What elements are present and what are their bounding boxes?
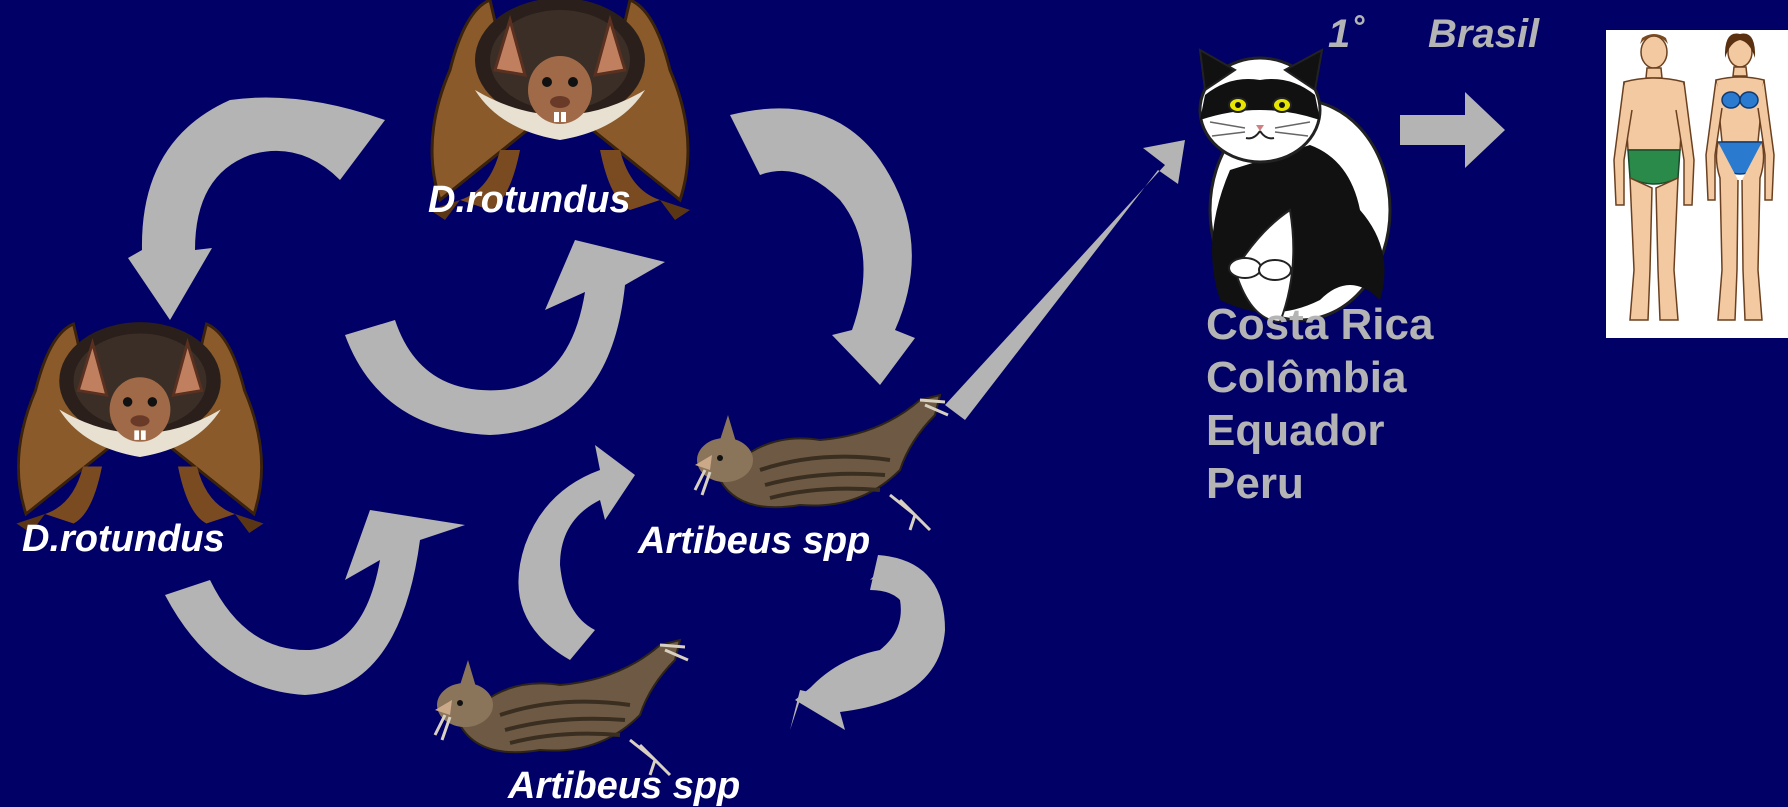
straight-arrow-icon (945, 140, 1185, 420)
country-item: Peru (1206, 457, 1433, 510)
label-artibeus-middle: Artibeus spp (638, 522, 870, 560)
woman-figure-icon (1706, 34, 1774, 321)
curved-arrow-icon (730, 108, 915, 385)
country-item: Equador (1206, 404, 1433, 457)
label-d-rotundus-top: D.rotundus (428, 181, 631, 219)
curved-arrow-icon (518, 445, 635, 660)
country-item: Colômbia (1206, 351, 1433, 404)
label-brasil: Brasil (1428, 14, 1539, 54)
country-list: Costa Rica Colômbia Equador Peru (1206, 298, 1433, 510)
fruit-bat-icon (435, 640, 688, 775)
country-item: Costa Rica (1206, 298, 1433, 351)
label-d-rotundus-left: D.rotundus (22, 520, 225, 558)
vampire-bat-icon (16, 322, 263, 533)
straight-arrow-icon (1400, 92, 1505, 168)
label-first: 1˚ (1328, 14, 1364, 54)
human-figures-panel (1606, 30, 1788, 338)
label-artibeus-bottom: Artibeus spp (508, 767, 740, 805)
cat-icon (1200, 50, 1390, 322)
man-figure-icon (1614, 34, 1694, 320)
curved-arrow-icon (345, 240, 665, 435)
fruit-bat-icon (695, 395, 948, 530)
curved-arrow-icon (128, 98, 385, 321)
